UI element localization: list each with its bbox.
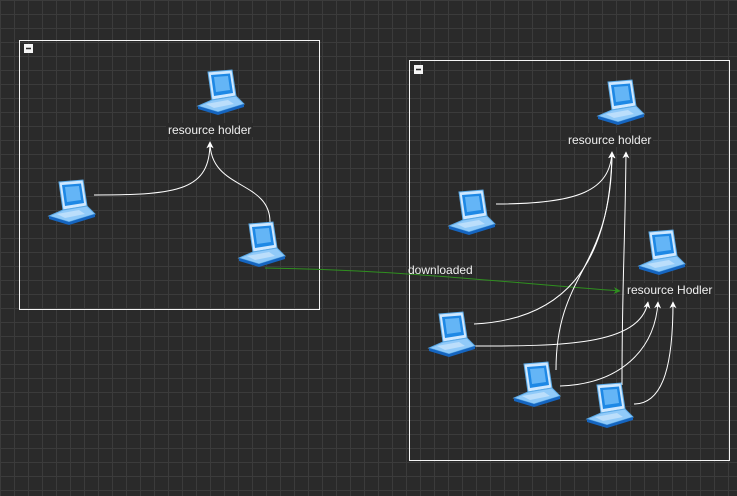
laptop-icon[interactable] [48, 179, 96, 226]
edge[interactable] [633, 301, 677, 405]
laptop-icon[interactable] [586, 382, 634, 429]
edge[interactable] [495, 151, 616, 205]
minus-square-icon[interactable] [414, 65, 423, 74]
edge[interactable] [93, 141, 214, 196]
edge[interactable] [559, 301, 662, 387]
laptop-icon[interactable] [638, 229, 686, 276]
edge[interactable] [621, 151, 630, 386]
laptop-icon[interactable] [238, 221, 286, 268]
laptop-icon[interactable] [448, 189, 496, 236]
laptop-icon[interactable] [428, 311, 476, 358]
group-right[interactable] [409, 60, 730, 461]
edge-downloaded[interactable] [264, 267, 621, 295]
downloaded-edge-label[interactable]: downloaded [408, 263, 473, 277]
edge[interactable] [473, 301, 651, 347]
edge[interactable] [206, 141, 271, 223]
right-resource-hodler-label[interactable]: resource Hodler [625, 283, 715, 297]
laptop-icon[interactable] [597, 79, 645, 126]
laptop-icon[interactable] [513, 361, 561, 408]
left-resource-holder-label[interactable]: resource holder [166, 123, 254, 137]
minus-square-icon[interactable] [24, 44, 33, 53]
edge[interactable] [473, 151, 616, 325]
group-left[interactable] [19, 40, 320, 310]
laptop-icon[interactable] [197, 69, 245, 116]
edge[interactable] [555, 151, 616, 371]
right-resource-holder-label[interactable]: resource holder [566, 133, 654, 147]
